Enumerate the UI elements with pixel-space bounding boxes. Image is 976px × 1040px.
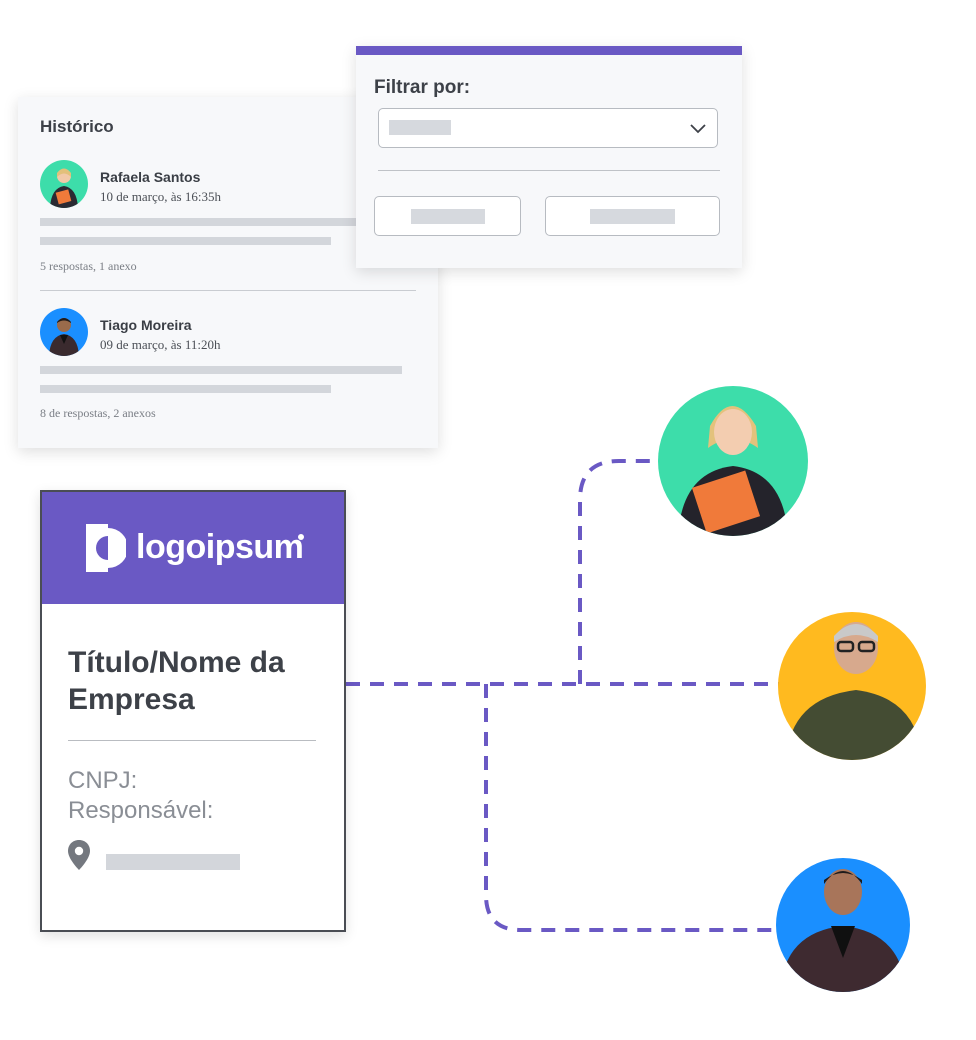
filter-card: Filtrar por: bbox=[356, 46, 742, 268]
responsible-label: Responsável: bbox=[68, 797, 214, 824]
avatar-tiago bbox=[40, 308, 88, 356]
chevron-down-icon bbox=[690, 124, 706, 134]
text-placeholder bbox=[40, 237, 331, 245]
company-title: Título/Nome da Empresa bbox=[68, 646, 285, 716]
map-pin-icon bbox=[68, 840, 90, 870]
divider bbox=[68, 740, 316, 741]
filter-select[interactable] bbox=[378, 108, 718, 148]
entry-name: Rafaela Santos bbox=[100, 169, 201, 185]
text-placeholder bbox=[40, 218, 378, 226]
avatar-large-man-glasses bbox=[778, 612, 926, 760]
entry-date: 09 de março, às 11:20h bbox=[100, 337, 221, 352]
text-placeholder bbox=[40, 366, 402, 374]
address-placeholder bbox=[106, 854, 240, 870]
avatar-rafaela bbox=[40, 160, 88, 208]
person-icon bbox=[780, 869, 906, 992]
text-placeholder bbox=[40, 385, 331, 393]
button-placeholder bbox=[590, 209, 675, 224]
entry-name: Tiago Moreira bbox=[100, 317, 192, 333]
history-title: Histórico bbox=[40, 117, 114, 136]
entry-meta: 8 de respostas, 2 anexos bbox=[40, 406, 156, 420]
divider bbox=[40, 290, 416, 291]
person-icon bbox=[49, 318, 79, 356]
logo-dot bbox=[298, 534, 304, 540]
filter-label: Filtrar por: bbox=[374, 77, 471, 98]
person-icon bbox=[50, 168, 78, 208]
avatar-large-tiago bbox=[776, 858, 910, 992]
filter-button-secondary[interactable] bbox=[374, 196, 521, 236]
divider bbox=[378, 170, 720, 171]
select-placeholder bbox=[389, 120, 451, 135]
person-icon bbox=[786, 622, 922, 760]
filter-button-primary[interactable] bbox=[545, 196, 720, 236]
avatar-large-rafaela bbox=[658, 386, 808, 536]
button-placeholder bbox=[411, 209, 485, 224]
entry-meta: 5 respostas, 1 anexo bbox=[40, 259, 137, 273]
cnpj-label: CNPJ: bbox=[68, 767, 138, 794]
logo-mark-icon bbox=[86, 524, 126, 572]
entry-date: 10 de março, às 16:35h bbox=[100, 189, 221, 204]
company-header: logoipsum bbox=[42, 492, 344, 604]
person-icon bbox=[678, 406, 788, 536]
logo-text: logoipsum bbox=[136, 528, 304, 566]
company-card: logoipsum Título/Nome da Empresa CNPJ: R… bbox=[40, 490, 346, 932]
